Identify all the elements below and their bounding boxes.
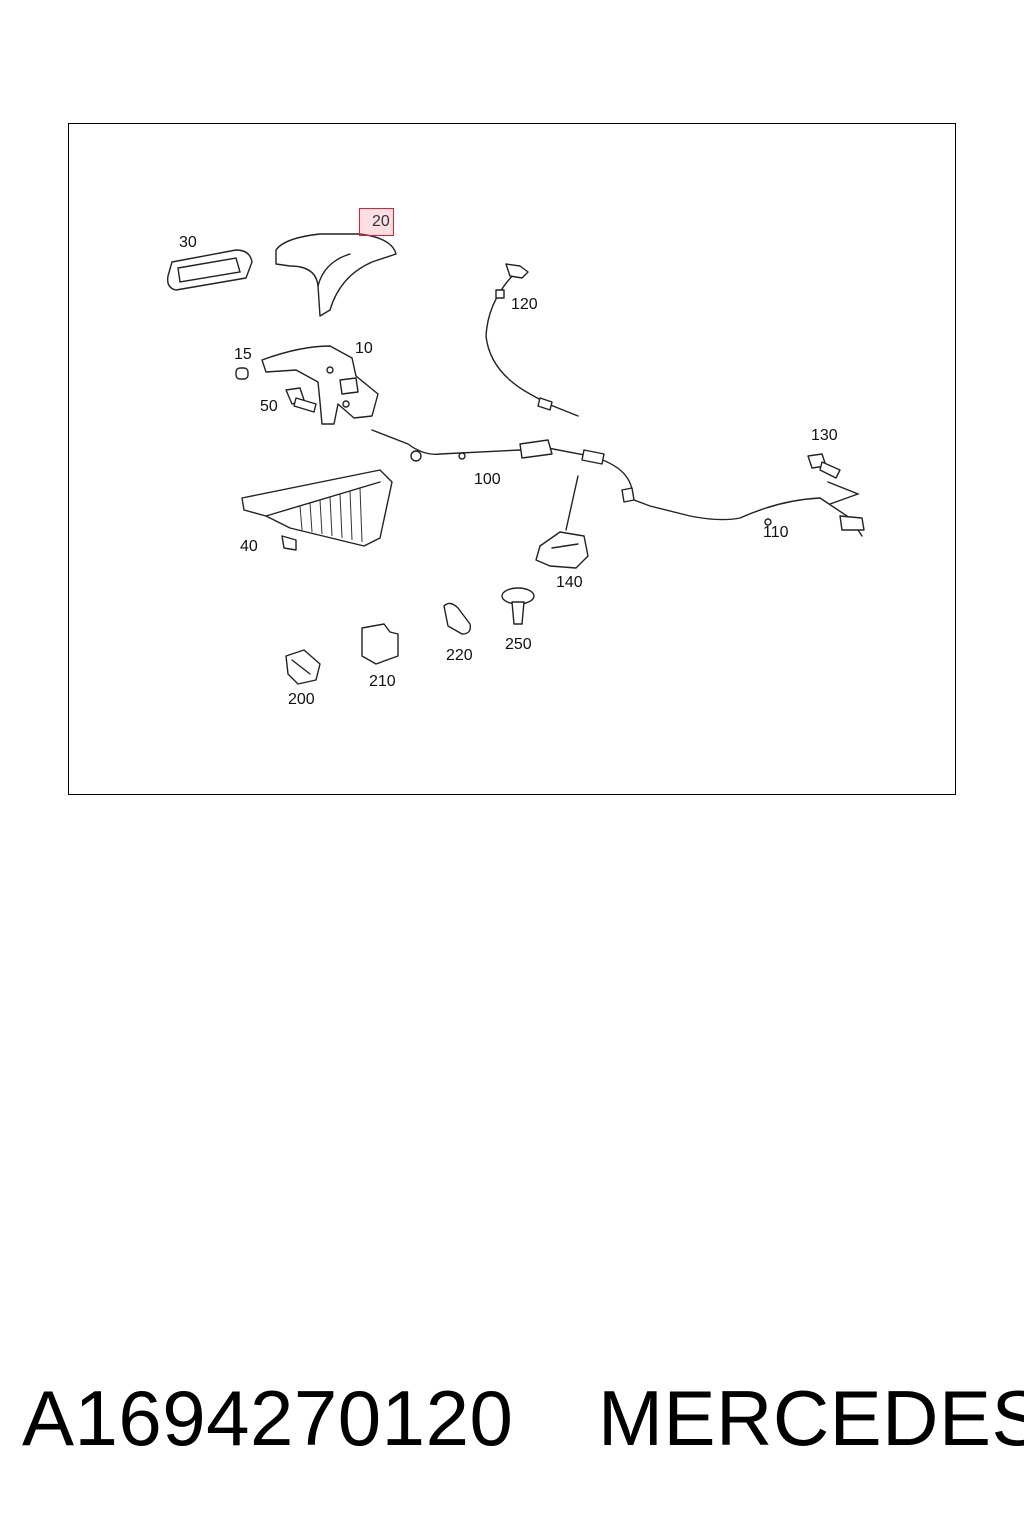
brand-name: MERCEDES [598,1374,1024,1462]
callout-120: 120 [511,296,538,313]
part-number: A1694270120 [22,1374,514,1462]
part-140-cable-guide [535,531,589,569]
part-110-bracket [839,515,865,531]
part-250-push-clip [501,587,535,625]
callout-20[interactable]: 20 [359,208,394,236]
part-220-clamp [443,602,472,635]
part-30-handle-grip [166,249,253,291]
part-10-lever-bracket [261,345,379,425]
callout-50: 50 [260,398,278,415]
callout-200: 200 [288,691,315,708]
callout-210: 210 [369,673,396,690]
part-15-clip [235,367,249,380]
callout-250: 250 [505,636,532,653]
callout-110: 110 [763,524,789,541]
callout-10: 10 [355,340,373,357]
callout-40: 40 [240,538,258,555]
part-130-bolt [807,453,841,479]
callout-30: 30 [179,234,197,251]
part-40-console-cover [241,469,393,551]
callout-220: 220 [446,647,473,664]
part-50-bolt [285,387,317,413]
callout-130: 130 [811,427,838,444]
part-210-clip [361,623,399,665]
callout-15: 15 [234,346,252,363]
part-200-clip [285,649,321,685]
part-20-lever-cover [275,233,397,317]
part-100-cable [371,429,863,537]
callout-140: 140 [556,574,583,591]
part-120-cable [485,263,579,417]
diagram-frame [68,123,956,795]
callout-100: 100 [474,471,501,488]
